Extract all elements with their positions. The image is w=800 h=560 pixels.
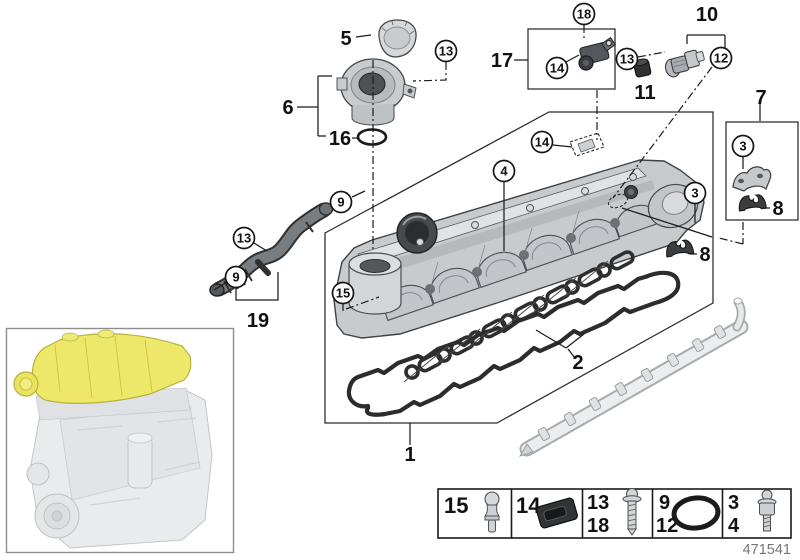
breather-disc bbox=[396, 212, 438, 254]
valve-cover-drawing bbox=[333, 132, 705, 339]
callout-label-1[interactable]: 1 bbox=[404, 444, 415, 466]
callout-label-17[interactable]: 17 bbox=[491, 50, 513, 72]
stud-bolt-icon bbox=[757, 489, 777, 532]
callout-circle-9-upper[interactable]: 9 bbox=[329, 190, 353, 214]
callout-circle-13-sensor[interactable]: 13 bbox=[615, 47, 639, 71]
bolt-gasket-chain-drawing bbox=[402, 247, 637, 383]
svg-text:13: 13 bbox=[587, 492, 609, 514]
callout-circle-3-box7[interactable]: 3 bbox=[731, 134, 755, 158]
svg-text:4: 4 bbox=[728, 515, 740, 537]
callout-circle-4[interactable]: 4 bbox=[492, 159, 516, 183]
o-ring-icon bbox=[671, 495, 721, 531]
callout-label-16[interactable]: 16 bbox=[329, 128, 351, 150]
svg-text:12: 12 bbox=[714, 51, 728, 66]
callout-label-5[interactable]: 5 bbox=[340, 28, 351, 50]
cam-humps bbox=[383, 204, 662, 322]
camshaft-sensor-drawing bbox=[578, 36, 617, 71]
callout-circle-15[interactable]: 15 bbox=[331, 281, 355, 305]
callout-circle-18[interactable]: 18 bbox=[572, 2, 596, 26]
callout-label-19[interactable]: 19 bbox=[247, 310, 269, 332]
sealing-plug-11-drawing bbox=[633, 58, 652, 78]
callout-circle-13-filler[interactable]: 13 bbox=[434, 39, 458, 63]
legend-cell-15[interactable]: 15 bbox=[444, 491, 500, 533]
engine-inset bbox=[5, 327, 235, 554]
rubber-mount-8-box-drawing bbox=[738, 194, 767, 212]
callout-circle-12[interactable]: 12 bbox=[709, 46, 733, 70]
legend-cell-3-4[interactable]: 3 4 bbox=[728, 489, 777, 537]
legend-cell-9-12[interactable]: 9 12 bbox=[656, 492, 721, 537]
clamp-drawing bbox=[732, 166, 772, 192]
svg-text:9: 9 bbox=[232, 270, 239, 285]
callout-label-2[interactable]: 2 bbox=[572, 352, 583, 374]
legend-cell-13-18[interactable]: 13 18 bbox=[587, 488, 642, 538]
callout-circle-14-box17[interactable]: 14 bbox=[545, 56, 569, 80]
flange-screw-icon bbox=[622, 488, 642, 536]
svg-text:14: 14 bbox=[535, 135, 550, 150]
callout-circle-14-cover[interactable]: 14 bbox=[530, 130, 554, 154]
callout-circle-9-lower[interactable]: 9 bbox=[224, 265, 248, 289]
callout-label-6[interactable]: 6 bbox=[282, 97, 293, 119]
svg-text:12: 12 bbox=[656, 515, 678, 537]
callout-label-11[interactable]: 11 bbox=[634, 82, 655, 104]
detail-box-17 bbox=[527, 28, 616, 90]
highlighted-valve-cover bbox=[13, 329, 192, 404]
svg-text:3: 3 bbox=[739, 139, 746, 154]
oil-filler-cap-drawing bbox=[378, 19, 417, 58]
rubber-plug-icon bbox=[536, 497, 578, 529]
rubber-mount-8-cover-drawing bbox=[666, 239, 695, 258]
svg-text:9: 9 bbox=[337, 195, 344, 210]
callout-label-8-cover[interactable]: 8 bbox=[699, 244, 710, 266]
legend-table: 15 14 13 18 bbox=[437, 488, 792, 539]
ball-stud-icon bbox=[484, 491, 500, 533]
callout-label-10[interactable]: 10 bbox=[696, 4, 718, 26]
svg-text:3: 3 bbox=[691, 186, 698, 201]
svg-text:9: 9 bbox=[659, 492, 670, 514]
crankshaft-sensor-drawing bbox=[664, 49, 705, 78]
oil-fill-tube bbox=[348, 252, 402, 315]
svg-text:3: 3 bbox=[728, 492, 739, 514]
fuel-rail-drawing bbox=[518, 297, 749, 457]
svg-text:18: 18 bbox=[577, 7, 591, 22]
o-ring-16-drawing bbox=[356, 128, 388, 146]
svg-text:13: 13 bbox=[237, 231, 251, 246]
leader-lines bbox=[213, 25, 770, 445]
callout-label-8-box7[interactable]: 8 bbox=[772, 198, 783, 220]
svg-text:15: 15 bbox=[444, 493, 468, 518]
main-frame-box bbox=[324, 111, 714, 424]
svg-text:18: 18 bbox=[587, 515, 609, 537]
cover-gasket-drawing bbox=[346, 270, 681, 417]
callout-circle-13-hose[interactable]: 13 bbox=[232, 226, 256, 250]
drawing-number: 471541 bbox=[743, 542, 791, 558]
svg-text:14: 14 bbox=[550, 61, 565, 76]
callout-circle-3-cover[interactable]: 3 bbox=[683, 181, 707, 205]
svg-text:13: 13 bbox=[620, 52, 634, 67]
svg-text:15: 15 bbox=[336, 286, 350, 301]
filler-neck-drawing bbox=[336, 58, 417, 126]
svg-text:13: 13 bbox=[439, 44, 453, 59]
callout-label-7[interactable]: 7 bbox=[755, 87, 766, 109]
svg-text:4: 4 bbox=[500, 164, 508, 179]
legend-cell-14[interactable]: 14 bbox=[516, 493, 578, 529]
engine-block-drawing bbox=[26, 387, 213, 549]
detail-box-7 bbox=[725, 121, 799, 221]
